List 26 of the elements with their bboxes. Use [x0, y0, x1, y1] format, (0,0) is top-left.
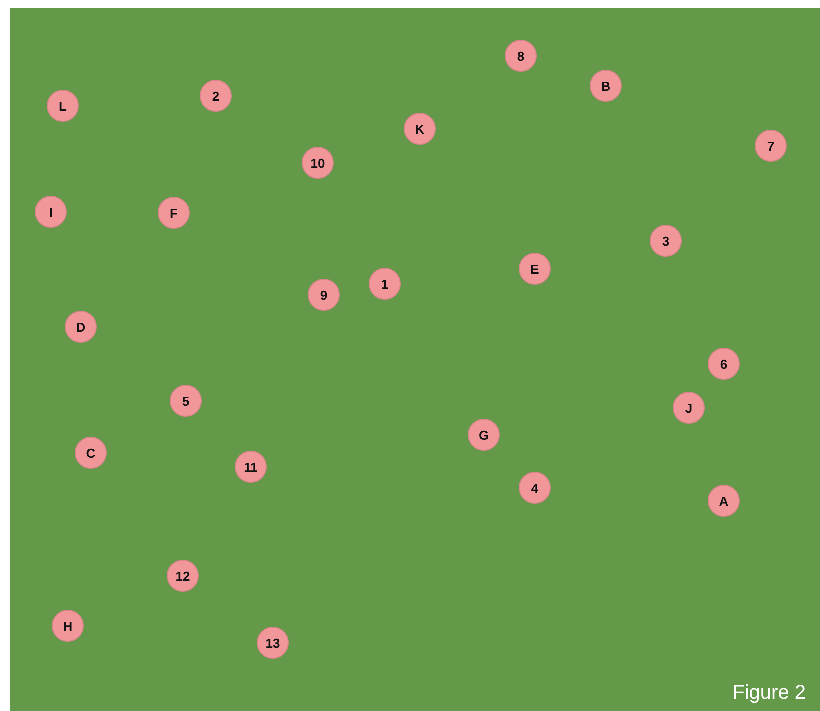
node-label: 12 [176, 568, 190, 584]
node-label: F [170, 206, 178, 220]
node-label: 9 [320, 288, 328, 302]
node-label: 10 [310, 156, 326, 170]
node-label: L [59, 98, 67, 114]
node-label: 6 [720, 356, 728, 372]
node-label: 8 [517, 48, 525, 64]
node-label: 3 [662, 234, 670, 248]
node-label: C [86, 446, 96, 460]
node-label: J [685, 400, 693, 416]
figure-caption: Figure 2 [732, 682, 806, 705]
node-label: 2 [212, 88, 220, 104]
node-label: A [719, 494, 729, 508]
node-label: D [76, 320, 86, 334]
node-label: B [601, 78, 611, 94]
node-label: 4 [531, 480, 539, 496]
node-label: H [63, 618, 73, 634]
node-label: 7 [767, 138, 775, 154]
node-label: 5 [182, 394, 190, 408]
node-label: G [478, 428, 490, 442]
node-label: K [415, 122, 425, 136]
node-label: 13 [266, 636, 280, 650]
node-label: 11 [244, 460, 258, 474]
node-label: I [49, 204, 53, 220]
node-label: 1 [381, 276, 389, 292]
node-label: E [530, 262, 540, 276]
